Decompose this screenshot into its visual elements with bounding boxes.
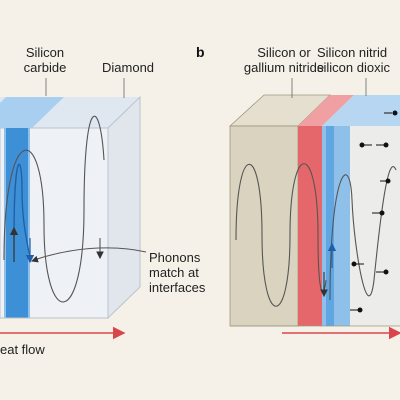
- panel-b: [228, 78, 400, 340]
- phonons-leader: [33, 247, 147, 261]
- scattering-dots: [350, 110, 398, 313]
- panel-a-side-face: [107, 95, 141, 320]
- panel-b-side-face: [350, 126, 400, 326]
- label-phonons-match: Phonons match at interfaces: [149, 250, 206, 295]
- label-silicon-carbide: Silicon carbide: [23, 45, 67, 75]
- panel-b-red-top: [298, 95, 354, 126]
- phonon-wave-a: [3, 115, 105, 303]
- phonon-wave-a-blue: [13, 163, 31, 263]
- phonon-wave-b-right: [329, 166, 397, 301]
- label-diamond: Diamond: [102, 60, 155, 75]
- panel-a: [0, 78, 147, 340]
- label-sin-sio2: Silicon nitrid silicon dioxic: [317, 45, 390, 75]
- panel-b-blue-top: [322, 95, 400, 126]
- panel-letter-b: b: [196, 44, 205, 60]
- phonon-wave-b: [235, 163, 327, 307]
- silicon-carbide-top: [0, 97, 64, 128]
- label-silicon-or-gan: Silicon or gallium nitride: [243, 45, 325, 75]
- blue-interface-core: [326, 126, 334, 326]
- label-heat-flow: eat flow: [0, 342, 45, 357]
- silicon-gan-substrate: [229, 125, 299, 327]
